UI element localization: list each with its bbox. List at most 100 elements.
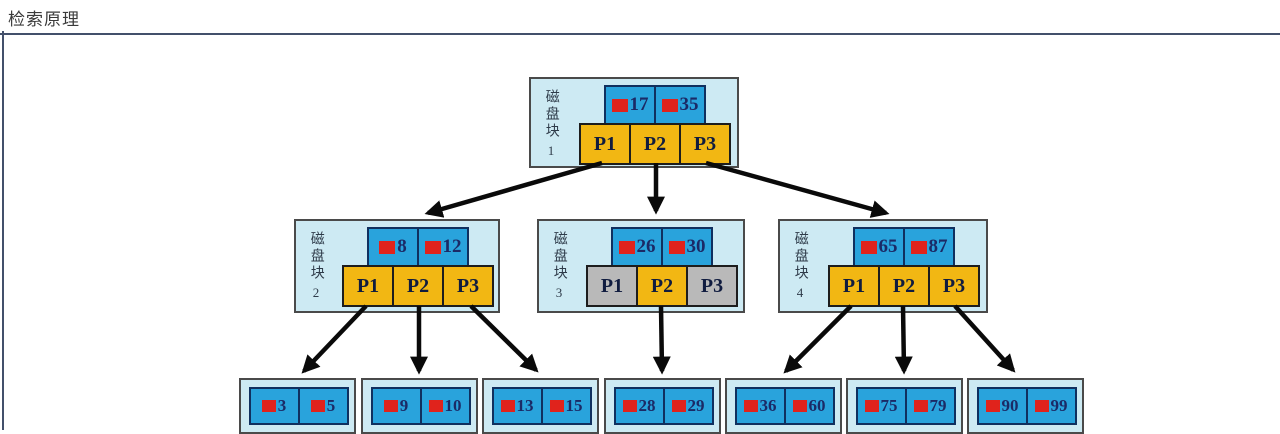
disk-block-1-label: 磁盘块 1 (531, 85, 571, 166)
key-marker-icon (1034, 400, 1049, 412)
key-cell: 26 (611, 227, 663, 267)
key-cell: 30 (661, 227, 713, 267)
key-cell: 35 (654, 85, 706, 125)
pointer-row: P1 P2 P3 (342, 265, 494, 307)
key-marker-icon (792, 400, 807, 412)
leaf-box: 36 60 (734, 387, 835, 425)
disk-block-label-text: 磁盘块 (308, 231, 324, 282)
disk-block-2: 磁盘块 2 8 12 P1 P2 P3 (294, 219, 500, 313)
keys-row: 26 30 (611, 227, 713, 267)
key-value: 90 (1001, 396, 1019, 415)
pointer-cell-p1: P1 (828, 265, 880, 307)
key-marker-icon (549, 400, 564, 412)
leaf-block-3: 13 15 (482, 378, 599, 434)
arrow-block3-p2-to-leaf4 (652, 305, 671, 375)
leaf-block-7: 90 99 (967, 378, 1084, 434)
disk-block-3: 磁盘块 3 26 30 P1 P2 P3 (537, 219, 745, 313)
leaf-block-4: 28 29 (604, 378, 721, 434)
leaf-cell: 60 (783, 387, 835, 425)
leaf-cell: 75 (855, 387, 907, 425)
disk-block-3-body: 26 30 P1 P2 P3 (579, 227, 743, 311)
btree-diagram: 磁盘块 1 17 35 P1 P2 P3 磁盘块 (0, 31, 1280, 434)
key-marker-icon (611, 98, 628, 112)
key-cell: 8 (367, 227, 419, 267)
leaf-block-5: 36 60 (725, 378, 842, 434)
leaf-box: 3 5 (248, 387, 349, 425)
key-value: 26 (636, 236, 656, 257)
key-value: 36 (759, 396, 777, 415)
leaf-cell: 15 (540, 387, 592, 425)
key-value: 28 (638, 396, 656, 415)
key-value: 8 (397, 236, 407, 257)
leaf-cell: 13 (491, 387, 543, 425)
leaf-box: 90 99 (976, 387, 1077, 425)
key-marker-icon (743, 400, 758, 412)
disk-block-4: 磁盘块 4 65 87 P1 P2 P3 (778, 219, 988, 313)
disk-block-number: 2 (312, 285, 320, 300)
pointer-cell-p2: P2 (636, 265, 688, 307)
leaf-cell: 29 (662, 387, 714, 425)
leaf-box: 75 79 (855, 387, 956, 425)
arrow-block2-p1-to-leaf1 (301, 304, 368, 374)
key-marker-icon (383, 400, 398, 412)
leaf-box: 9 10 (370, 387, 471, 425)
key-cell: 65 (853, 227, 905, 267)
key-value: 30 (686, 236, 706, 257)
pointer-cell-p3: P3 (679, 123, 731, 165)
keys-row: 65 87 (853, 227, 955, 267)
pointer-cell-p2: P2 (392, 265, 444, 307)
leaf-cell: 36 (734, 387, 786, 425)
keys-row: 17 35 (604, 85, 706, 125)
keys-row: 8 12 (367, 227, 469, 267)
disk-block-1-body: 17 35 P1 P2 P3 (571, 85, 737, 166)
key-marker-icon (864, 400, 879, 412)
leaf-cell: 90 (976, 387, 1028, 425)
key-value: 12 (442, 236, 462, 257)
disk-block-label-text: 磁盘块 (551, 231, 567, 282)
key-value: 99 (1050, 396, 1068, 415)
arrow-block1-p1-to-block2 (424, 160, 603, 218)
key-value: 65 (878, 236, 898, 257)
disk-block-2-body: 8 12 P1 P2 P3 (336, 227, 498, 311)
pointer-row: P1 P2 P3 (579, 123, 731, 165)
page-title: 检索原理 (0, 0, 1280, 35)
disk-block-number: 4 (796, 285, 804, 300)
disk-block-number: 3 (555, 285, 563, 300)
pointer-cell-p3: P3 (928, 265, 980, 307)
leaf-box: 28 29 (613, 387, 714, 425)
key-value: 35 (679, 94, 699, 115)
key-marker-icon (310, 400, 325, 412)
key-value: 13 (516, 396, 534, 415)
disk-block-4-body: 65 87 P1 P2 P3 (820, 227, 986, 311)
leaf-cell: 5 (297, 387, 349, 425)
key-value: 10 (444, 396, 462, 415)
key-value: 75 (880, 396, 898, 415)
key-value: 17 (629, 94, 649, 115)
leaf-cell: 3 (248, 387, 300, 425)
arrow-block2-p3-to-leaf3 (469, 304, 539, 373)
key-value: 9 (399, 396, 409, 415)
leaf-cell: 79 (904, 387, 956, 425)
leaf-cell: 99 (1025, 387, 1077, 425)
leaf-cell: 28 (613, 387, 665, 425)
pointer-cell-p2: P2 (878, 265, 930, 307)
pointer-cell-p3: P3 (686, 265, 738, 307)
pointer-row: P1 P2 P3 (828, 265, 980, 307)
key-marker-icon (261, 400, 276, 412)
leaf-block-2: 9 10 (361, 378, 478, 434)
disk-block-number: 1 (547, 143, 555, 158)
left-border-rule (2, 31, 4, 430)
key-value: 3 (277, 396, 287, 415)
leaf-cell: 10 (419, 387, 471, 425)
key-marker-icon (913, 400, 928, 412)
key-value: 79 (929, 396, 947, 415)
key-cell: 17 (604, 85, 656, 125)
key-marker-icon (985, 400, 1000, 412)
key-marker-icon (671, 400, 686, 412)
arrow-block4-p1-to-leaf5 (783, 304, 853, 374)
disk-block-2-label: 磁盘块 2 (296, 227, 336, 311)
key-marker-icon (661, 98, 678, 112)
disk-block-label-text: 磁盘块 (792, 231, 808, 282)
key-marker-icon (379, 240, 396, 254)
disk-block-1: 磁盘块 1 17 35 P1 P2 P3 (529, 77, 739, 168)
